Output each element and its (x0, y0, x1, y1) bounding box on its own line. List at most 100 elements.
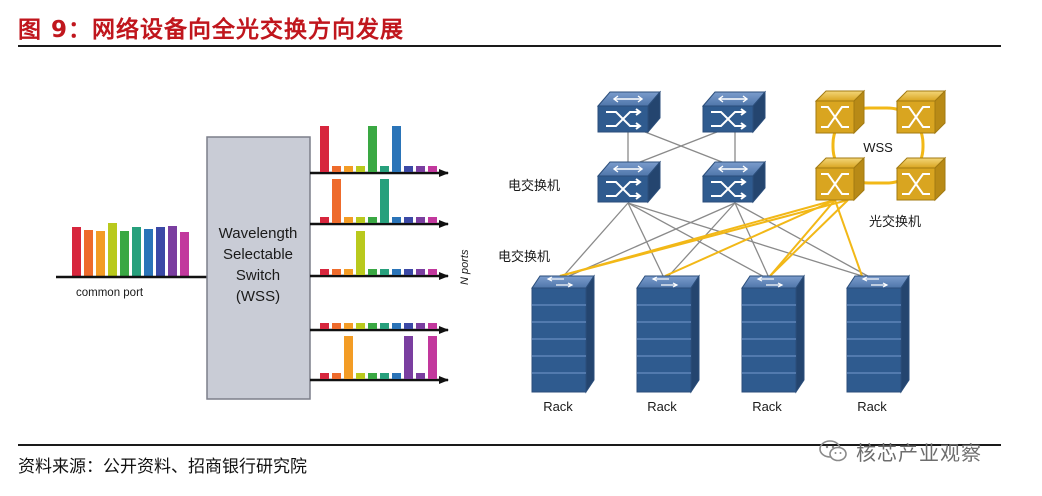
output-bar (380, 166, 389, 172)
output-ports (310, 126, 449, 384)
output-bar (416, 166, 425, 172)
footer-divider (18, 444, 1001, 446)
output-bar (380, 323, 389, 329)
output-bar (416, 373, 425, 379)
output-bar (344, 323, 353, 329)
optical-switch (814, 156, 866, 202)
core-switch (596, 90, 662, 134)
output-bar (380, 373, 389, 379)
output-bar (368, 323, 377, 329)
output-bar (380, 179, 389, 223)
output-bar (428, 217, 437, 223)
output-bar (392, 323, 401, 329)
output-bar (392, 269, 401, 275)
spectrum-bar (180, 232, 189, 276)
source-note: 资料来源：公开资料、招商银行研究院 (18, 457, 307, 477)
optical-switch (895, 156, 947, 202)
spectrum-bar (72, 227, 81, 276)
output-bar (332, 166, 341, 172)
output-bar (428, 166, 437, 172)
wss-ring-label: WSS (863, 140, 893, 155)
wss-ring (831, 106, 925, 185)
rack-label: Rack (647, 399, 677, 414)
optical-switch-label: 光交换机 (869, 214, 921, 230)
output-bar (392, 126, 401, 172)
output-bar (392, 373, 401, 379)
common-port-label: common port (76, 287, 144, 299)
electrical-switch-label: 电交换机 (498, 249, 550, 265)
output-bar (404, 217, 413, 223)
wechat-icon (819, 440, 847, 462)
spectrum-bar (144, 229, 153, 276)
output-bar (332, 323, 341, 329)
spectrum-bar (84, 230, 93, 276)
rack-label: Rack (857, 399, 887, 414)
spectrum-bar (156, 227, 165, 276)
output-bar (428, 323, 437, 329)
output-bar (380, 269, 389, 275)
spectrum-bar (108, 223, 117, 276)
spectrum-bar (132, 227, 141, 276)
output-bar (320, 126, 329, 172)
output-bar (320, 373, 329, 379)
output-bar (332, 179, 341, 223)
optical-links (559, 199, 863, 277)
rack (531, 274, 595, 394)
optical-switch (814, 89, 866, 135)
spectrum-bar (120, 231, 129, 276)
n-ports-label: N ports (459, 249, 471, 285)
output-bar (356, 231, 365, 275)
title-divider (18, 45, 1001, 47)
optical-switch (895, 89, 947, 135)
output-bar (320, 323, 329, 329)
rack (636, 274, 700, 394)
figure-title: 图 9：网络设备向全光交换方向发展 (18, 17, 405, 43)
output-bar (356, 373, 365, 379)
output-bar (368, 126, 377, 172)
output-bar (344, 166, 353, 172)
network-diagram: WSS (498, 89, 947, 414)
output-bar (428, 336, 437, 379)
watermark: 核芯产业观察 (818, 434, 982, 468)
output-bar (368, 373, 377, 379)
output-bar (404, 269, 413, 275)
aggregation-switch (596, 160, 662, 204)
rack-label: Rack (752, 399, 782, 414)
wss-box-label-line: Selectable (223, 246, 293, 263)
output-bar (356, 323, 365, 329)
output-bar (404, 323, 413, 329)
wss-box-label-line: Wavelength (219, 225, 298, 242)
aggregation-switch (701, 160, 767, 204)
output-bar (332, 269, 341, 275)
core-links (627, 129, 736, 163)
output-bar (344, 336, 353, 379)
output-bar (344, 217, 353, 223)
output-bar (320, 269, 329, 275)
wss-diagram: common port Wavelength Selectable Switch… (56, 126, 471, 400)
output-bar (404, 166, 413, 172)
output-bar (368, 217, 377, 223)
output-bar (416, 217, 425, 223)
rack (741, 274, 805, 394)
rack (846, 274, 910, 394)
wss-box-label-line: (WSS) (236, 288, 280, 305)
output-bar (356, 217, 365, 223)
output-bar (416, 323, 425, 329)
output-bar (332, 373, 341, 379)
core-switch (701, 90, 767, 134)
output-bar (356, 166, 365, 172)
output-bar (416, 269, 425, 275)
wss-box-label-line: Switch (236, 267, 280, 284)
watermark-text: 核芯产业观察 (856, 440, 982, 465)
output-bar (404, 336, 413, 379)
input-spectrum (72, 223, 189, 276)
rack-label: Rack (543, 399, 573, 414)
spectrum-bar (96, 231, 105, 276)
output-bar (344, 269, 353, 275)
output-bar (368, 269, 377, 275)
output-bar (428, 269, 437, 275)
wss-box (206, 136, 311, 400)
output-bar (320, 217, 329, 223)
spectrum-bar (168, 226, 177, 276)
